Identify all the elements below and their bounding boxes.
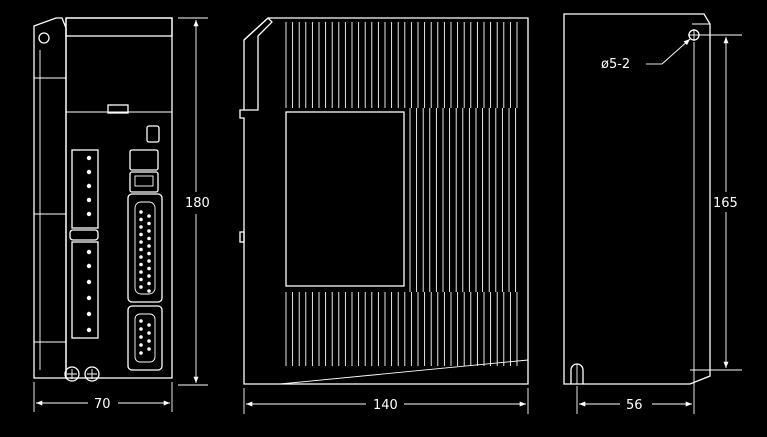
terminal-screw — [86, 279, 92, 285]
left-mounting-flange — [33, 17, 67, 379]
back-height-dimension: 165 — [690, 34, 742, 371]
connector-pin — [139, 210, 143, 214]
side-width-label: 140 — [373, 398, 398, 413]
ground-screw-left — [64, 366, 80, 382]
connector-pin — [147, 266, 151, 271]
back-width-dimension: 56 — [576, 42, 695, 414]
connector-pin — [147, 229, 151, 233]
connector-pin — [139, 327, 143, 331]
connector-pin — [147, 289, 151, 293]
back-height-label: 165 — [713, 196, 738, 211]
connector-pin — [139, 277, 143, 282]
front-body — [65, 17, 173, 379]
side-width-dimension: 140 — [243, 388, 529, 414]
connector-pin — [147, 244, 151, 248]
front-height-dimension: 180 — [178, 17, 210, 386]
front-height-label: 180 — [185, 196, 210, 211]
terminal-screw — [86, 327, 92, 333]
terminal-screw — [86, 295, 92, 301]
connector-pin — [139, 232, 143, 237]
back-width-label: 56 — [626, 398, 643, 413]
port-upper — [129, 149, 159, 171]
back-view: ø5-2 — [563, 13, 711, 385]
terminal-separator — [69, 229, 99, 241]
connector-pin — [147, 323, 151, 327]
hole-diameter-label: ø5-2 — [601, 57, 630, 72]
terminal-screw — [86, 155, 92, 161]
mounting-hole — [38, 32, 50, 44]
ground-screw-right — [84, 366, 100, 382]
connector-pin — [139, 262, 143, 267]
indicator-led — [146, 125, 160, 143]
connector-pin — [147, 339, 151, 343]
connector-pin — [147, 236, 151, 241]
connector-pin — [147, 259, 151, 263]
terminal-screw — [86, 183, 92, 189]
terminal-screw — [86, 211, 92, 217]
side-connector-tab — [239, 231, 245, 243]
terminal-screw — [86, 311, 92, 317]
connector-pin — [139, 240, 143, 244]
front-width-label: 70 — [94, 397, 111, 412]
terminal-screw — [86, 263, 92, 269]
port-lower — [129, 171, 159, 193]
connector-pin — [139, 285, 143, 289]
side-body-outline — [239, 17, 529, 385]
connector-pin — [147, 281, 151, 286]
front-width-dimension: 70 — [33, 382, 173, 412]
side-label-panel — [285, 111, 405, 287]
side-view — [239, 17, 529, 385]
connector-pin — [139, 255, 143, 259]
db-connector-large — [127, 193, 163, 303]
db-connector-small — [127, 305, 163, 371]
connector-pin — [147, 221, 151, 226]
top-cover — [65, 17, 173, 37]
side-front-lip — [243, 17, 273, 111]
front-view — [33, 17, 173, 382]
terminal-block-lower — [71, 241, 99, 339]
terminal-screw — [86, 197, 92, 203]
connector-pin — [147, 214, 151, 218]
connector-pin — [139, 335, 143, 339]
cover-notch — [107, 104, 129, 114]
connector-pin — [139, 351, 143, 355]
connector-pin — [147, 274, 151, 278]
connector-pin — [139, 319, 143, 323]
terminal-block-upper — [71, 149, 99, 229]
connector-pin — [147, 331, 151, 335]
connector-pin — [147, 251, 151, 256]
terminal-screw — [86, 249, 92, 255]
connector-pin — [139, 217, 143, 222]
back-plate-outline — [563, 13, 711, 385]
connector-pin — [139, 225, 143, 229]
connector-pin — [147, 347, 151, 351]
connector-pin — [139, 270, 143, 274]
terminal-screw — [86, 169, 92, 175]
connector-pin — [139, 343, 143, 347]
connector-pin — [139, 247, 143, 252]
